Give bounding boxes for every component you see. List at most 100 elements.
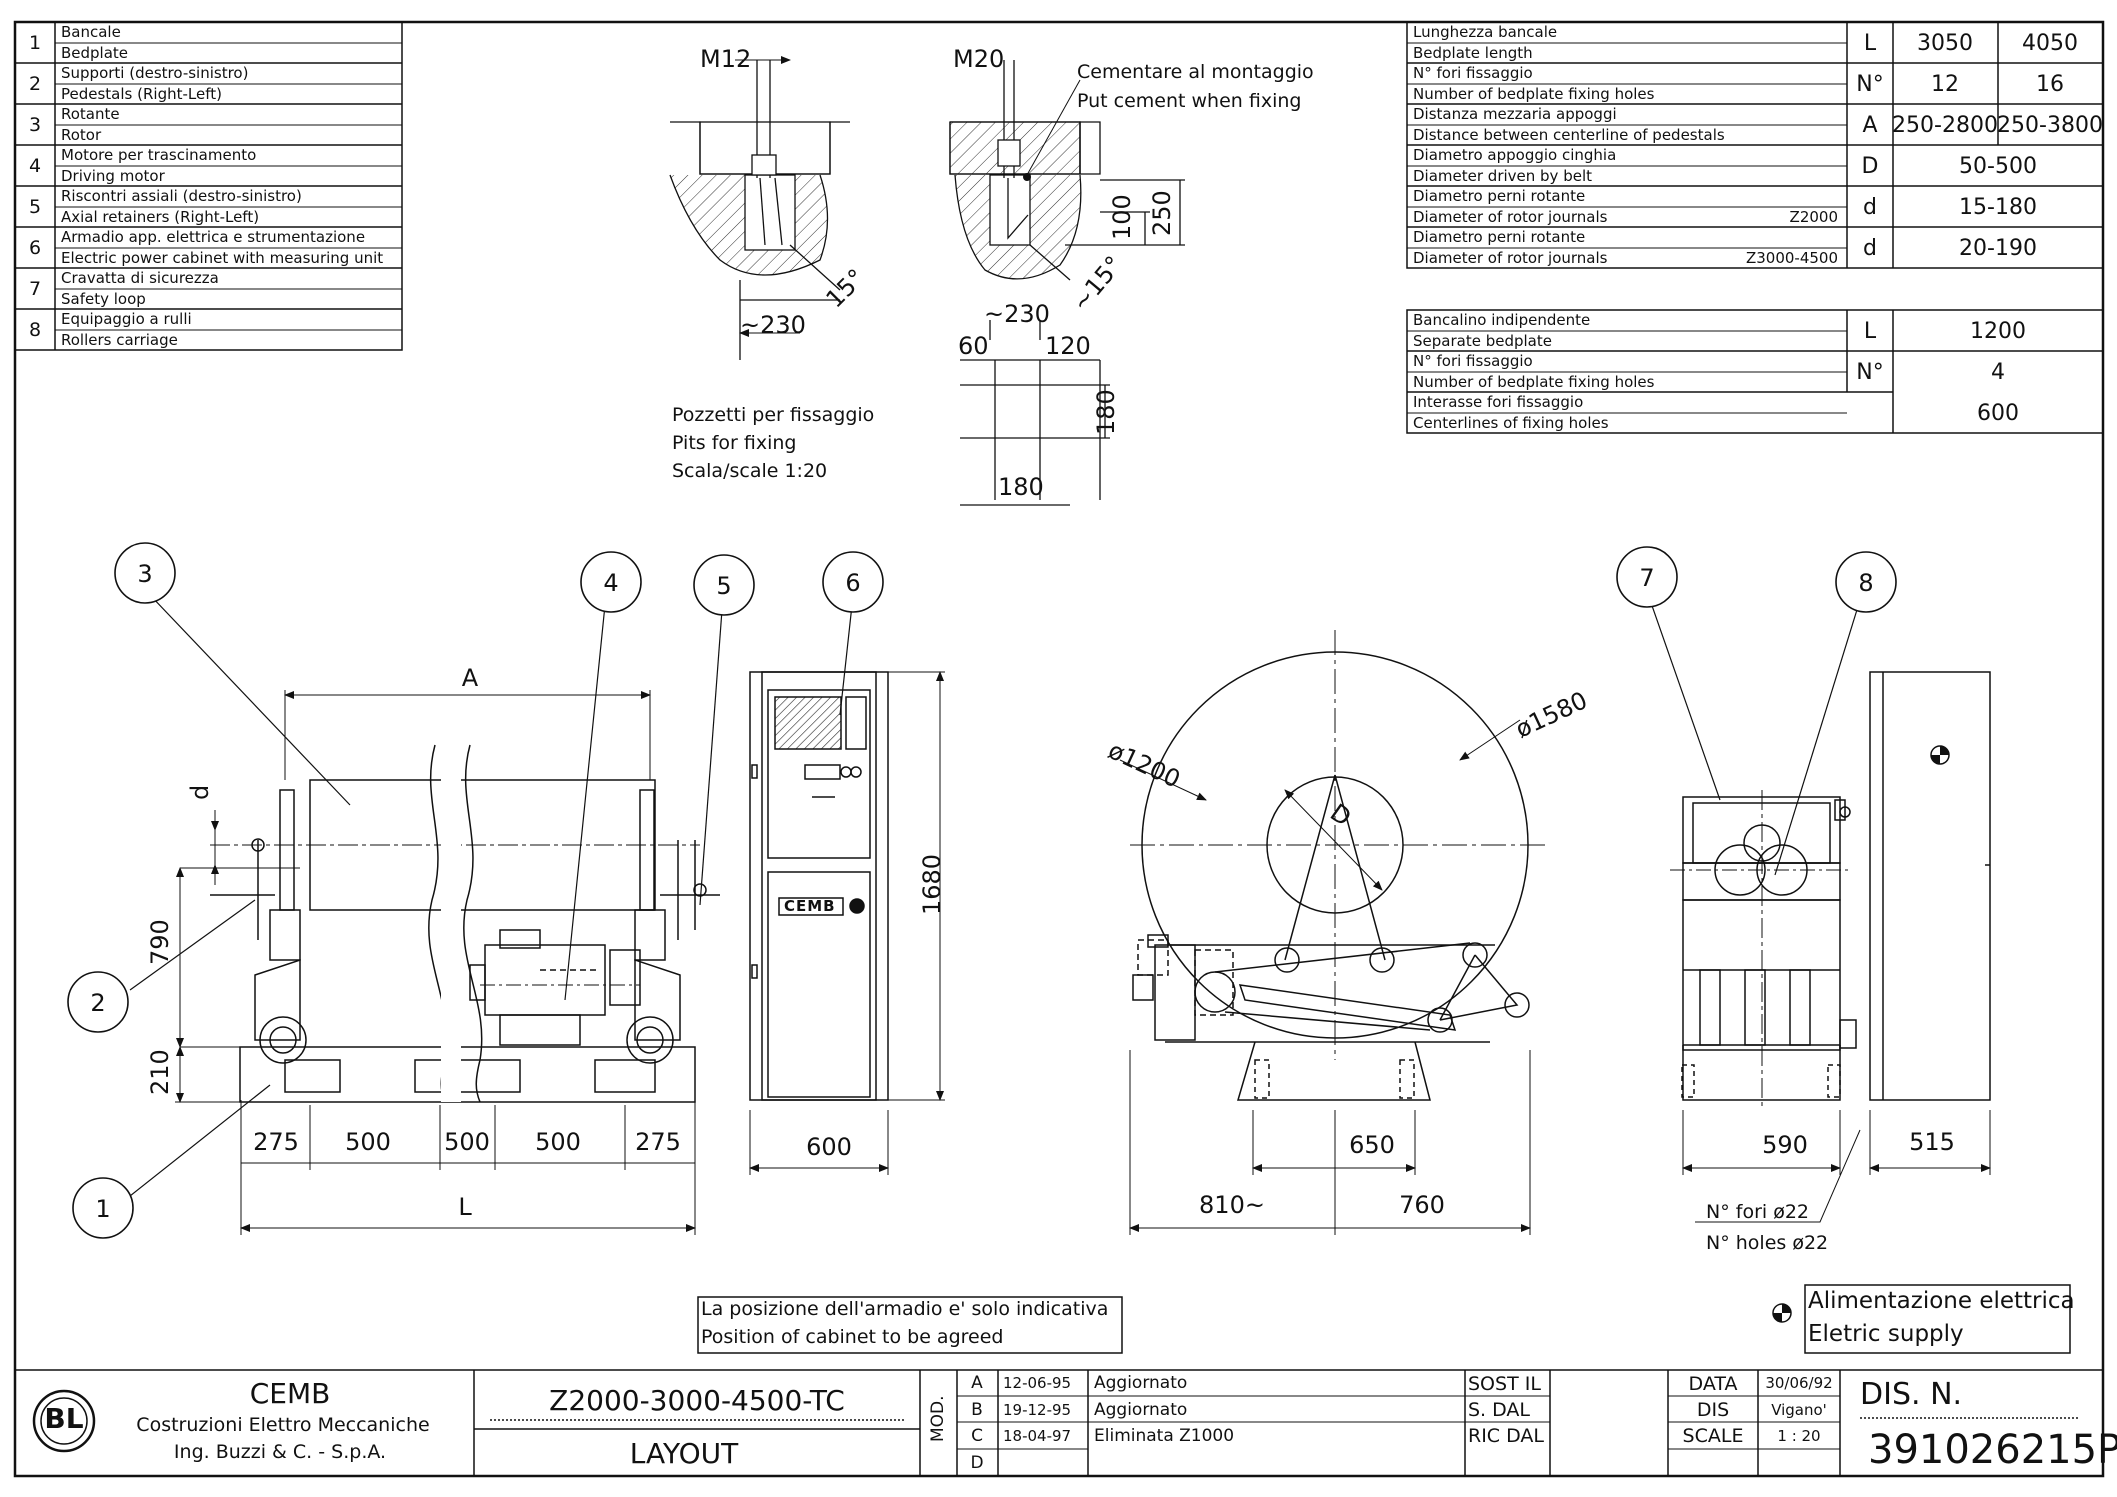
spec-table-grid — [1406, 21, 2104, 269]
dim-210: 210 — [146, 1049, 174, 1095]
balloon-4: 4 — [603, 569, 619, 597]
pits-caption-scale: Scala/scale 1:20 — [672, 460, 828, 482]
power-note-en: Eletric supply — [1808, 1321, 1964, 1347]
depth-250: 250 — [1148, 190, 1176, 236]
sost-label: SOST IL — [1468, 1373, 1541, 1395]
data-label: DATA — [1688, 1373, 1738, 1395]
spec-symbol: L — [1863, 31, 1877, 56]
spec-value-3050: 3050 — [1917, 31, 1973, 56]
part-name-en: Pedestals (Right-Left) — [61, 85, 222, 103]
cabinet-height: 1680 — [918, 853, 946, 915]
parts-list-grid — [14, 21, 403, 351]
dim-515: 515 — [1909, 1128, 1955, 1156]
part-number: 7 — [28, 278, 42, 300]
part-number: 8 — [28, 319, 42, 341]
revision-description: Aggiornato — [1094, 1399, 1188, 1420]
separate-label-en: Number of bedplate fixing holes — [1413, 373, 1655, 391]
part-number: 1 — [28, 32, 42, 54]
spec-value: 20-190 — [1959, 236, 2037, 261]
part-name-en: Electric power cabinet with measuring un… — [61, 249, 384, 267]
part-number: 5 — [28, 196, 42, 218]
balloon-1: 1 — [95, 1195, 111, 1223]
part-name-it: Riscontri assiali (destro-sinistro) — [61, 187, 302, 205]
part-name-en: Driving motor — [61, 167, 165, 185]
holes-note-en: N° holes ø22 — [1706, 1232, 1829, 1254]
dim-810: 810~ — [1199, 1191, 1265, 1219]
dim-60: 60 — [958, 332, 989, 360]
dim-790: 790 — [146, 919, 174, 965]
revision-description: Eliminata Z1000 — [1094, 1426, 1235, 1446]
separate-symbol: N° — [1856, 360, 1884, 385]
part-name-en: Rotor — [61, 126, 102, 144]
title-block-grid — [15, 1369, 2103, 1476]
balloons — [67, 542, 1897, 1239]
spec-note: Z3000-4500 — [1745, 249, 1838, 267]
pit-detail-m12 — [669, 60, 850, 360]
revision-letter: D — [970, 1452, 984, 1473]
dim-650: 650 — [1349, 1131, 1395, 1159]
dim-180-horizontal: 180 — [998, 473, 1044, 501]
pit-width-left: ~230 — [740, 311, 806, 339]
balloon-2: 2 — [90, 989, 106, 1017]
power-note-box — [1804, 1284, 2071, 1354]
spec-label-en: Number of bedplate fixing holes — [1413, 85, 1655, 103]
pit-detail-m20 — [949, 60, 1185, 506]
depth-100: 100 — [1108, 194, 1136, 240]
spec-label-it: Diametro appoggio cinghia — [1413, 146, 1617, 164]
spec-label-en: Diameter of rotor journals — [1413, 208, 1608, 226]
dim-500-1: 500 — [345, 1128, 391, 1156]
drawing-number-label: DIS. N. — [1860, 1377, 1963, 1412]
spec-value-4050: 4050 — [2022, 31, 2078, 56]
spec-label-it: Lunghezza bancale — [1413, 23, 1558, 41]
part-name-it: Bancale — [61, 23, 121, 41]
revision-letter: B — [971, 1399, 983, 1420]
separate-label-it: Bancalino indipendente — [1413, 311, 1591, 329]
dim-180-vertical: 180 — [1092, 389, 1120, 435]
part-name-en: Axial retainers (Right-Left) — [61, 208, 260, 226]
separate-label-en: Separate bedplate — [1413, 332, 1552, 350]
part-name-it: Supporti (destro-sinistro) — [61, 64, 249, 82]
spec-symbol: N° — [1856, 72, 1884, 97]
part-name-it: Equipaggio a rulli — [61, 310, 192, 328]
pit-width-right: ~230 — [984, 300, 1050, 328]
separate-value: 1200 — [1970, 319, 2026, 344]
spec-symbol: d — [1863, 236, 1877, 261]
ricdal-label: RIC DAL — [1468, 1425, 1544, 1447]
pits-caption-en: Pits for fixing — [672, 432, 797, 454]
spec-value-3050: 12 — [1931, 72, 1959, 97]
data-value: 30/06/92 — [1765, 1374, 1833, 1392]
cabinet-note-it: La posizione dell'armadio e' solo indica… — [701, 1298, 1109, 1320]
dim-d: d — [186, 784, 214, 800]
cement-note-it: Cementare al montaggio — [1077, 61, 1314, 83]
model-number: Z2000-3000-4500-TC — [549, 1384, 845, 1417]
scale-label: SCALE — [1682, 1425, 1744, 1447]
front-view — [210, 744, 720, 1103]
part-name-en: Bedplate — [61, 44, 129, 62]
mod-label: MOD. — [928, 1395, 948, 1442]
holes-note-it: N° fori ø22 — [1706, 1201, 1809, 1223]
spec-label-en: Diameter driven by belt — [1413, 167, 1592, 185]
cabinet-note-box — [697, 1296, 1123, 1354]
logo-lettering: BL — [44, 1402, 84, 1435]
drawing-number: 391026215P — [1868, 1427, 2117, 1473]
spec-label-en: Bedplate length — [1413, 44, 1533, 62]
separate-symbol: L — [1863, 319, 1877, 344]
dim-275-left: 275 — [253, 1128, 299, 1156]
spec-label-it: Diametro perni rotante — [1413, 187, 1586, 205]
revision-letter: A — [971, 1373, 983, 1393]
spec-value-4050: 16 — [2036, 72, 2064, 97]
dim-500-2: 500 — [444, 1128, 490, 1156]
revision-date: 19-12-95 — [1003, 1400, 1072, 1419]
balloon-7: 7 — [1639, 564, 1655, 592]
part-name-it: Cravatta di sicurezza — [61, 269, 219, 287]
pits-caption-it: Pozzetti per fissaggio — [672, 404, 875, 426]
cabinet-logo: CEMB — [784, 897, 836, 915]
bolt-m12-label: M12 — [700, 45, 752, 73]
revision-date: 18-04-97 — [1003, 1427, 1072, 1445]
sdal-label: S. DAL — [1468, 1399, 1531, 1421]
power-note-it: Alimentazione elettrica — [1808, 1288, 2075, 1314]
part-number: 6 — [28, 237, 42, 259]
spec-label-en: Diameter of rotor journals — [1413, 249, 1608, 267]
end-view — [1670, 671, 1991, 1110]
